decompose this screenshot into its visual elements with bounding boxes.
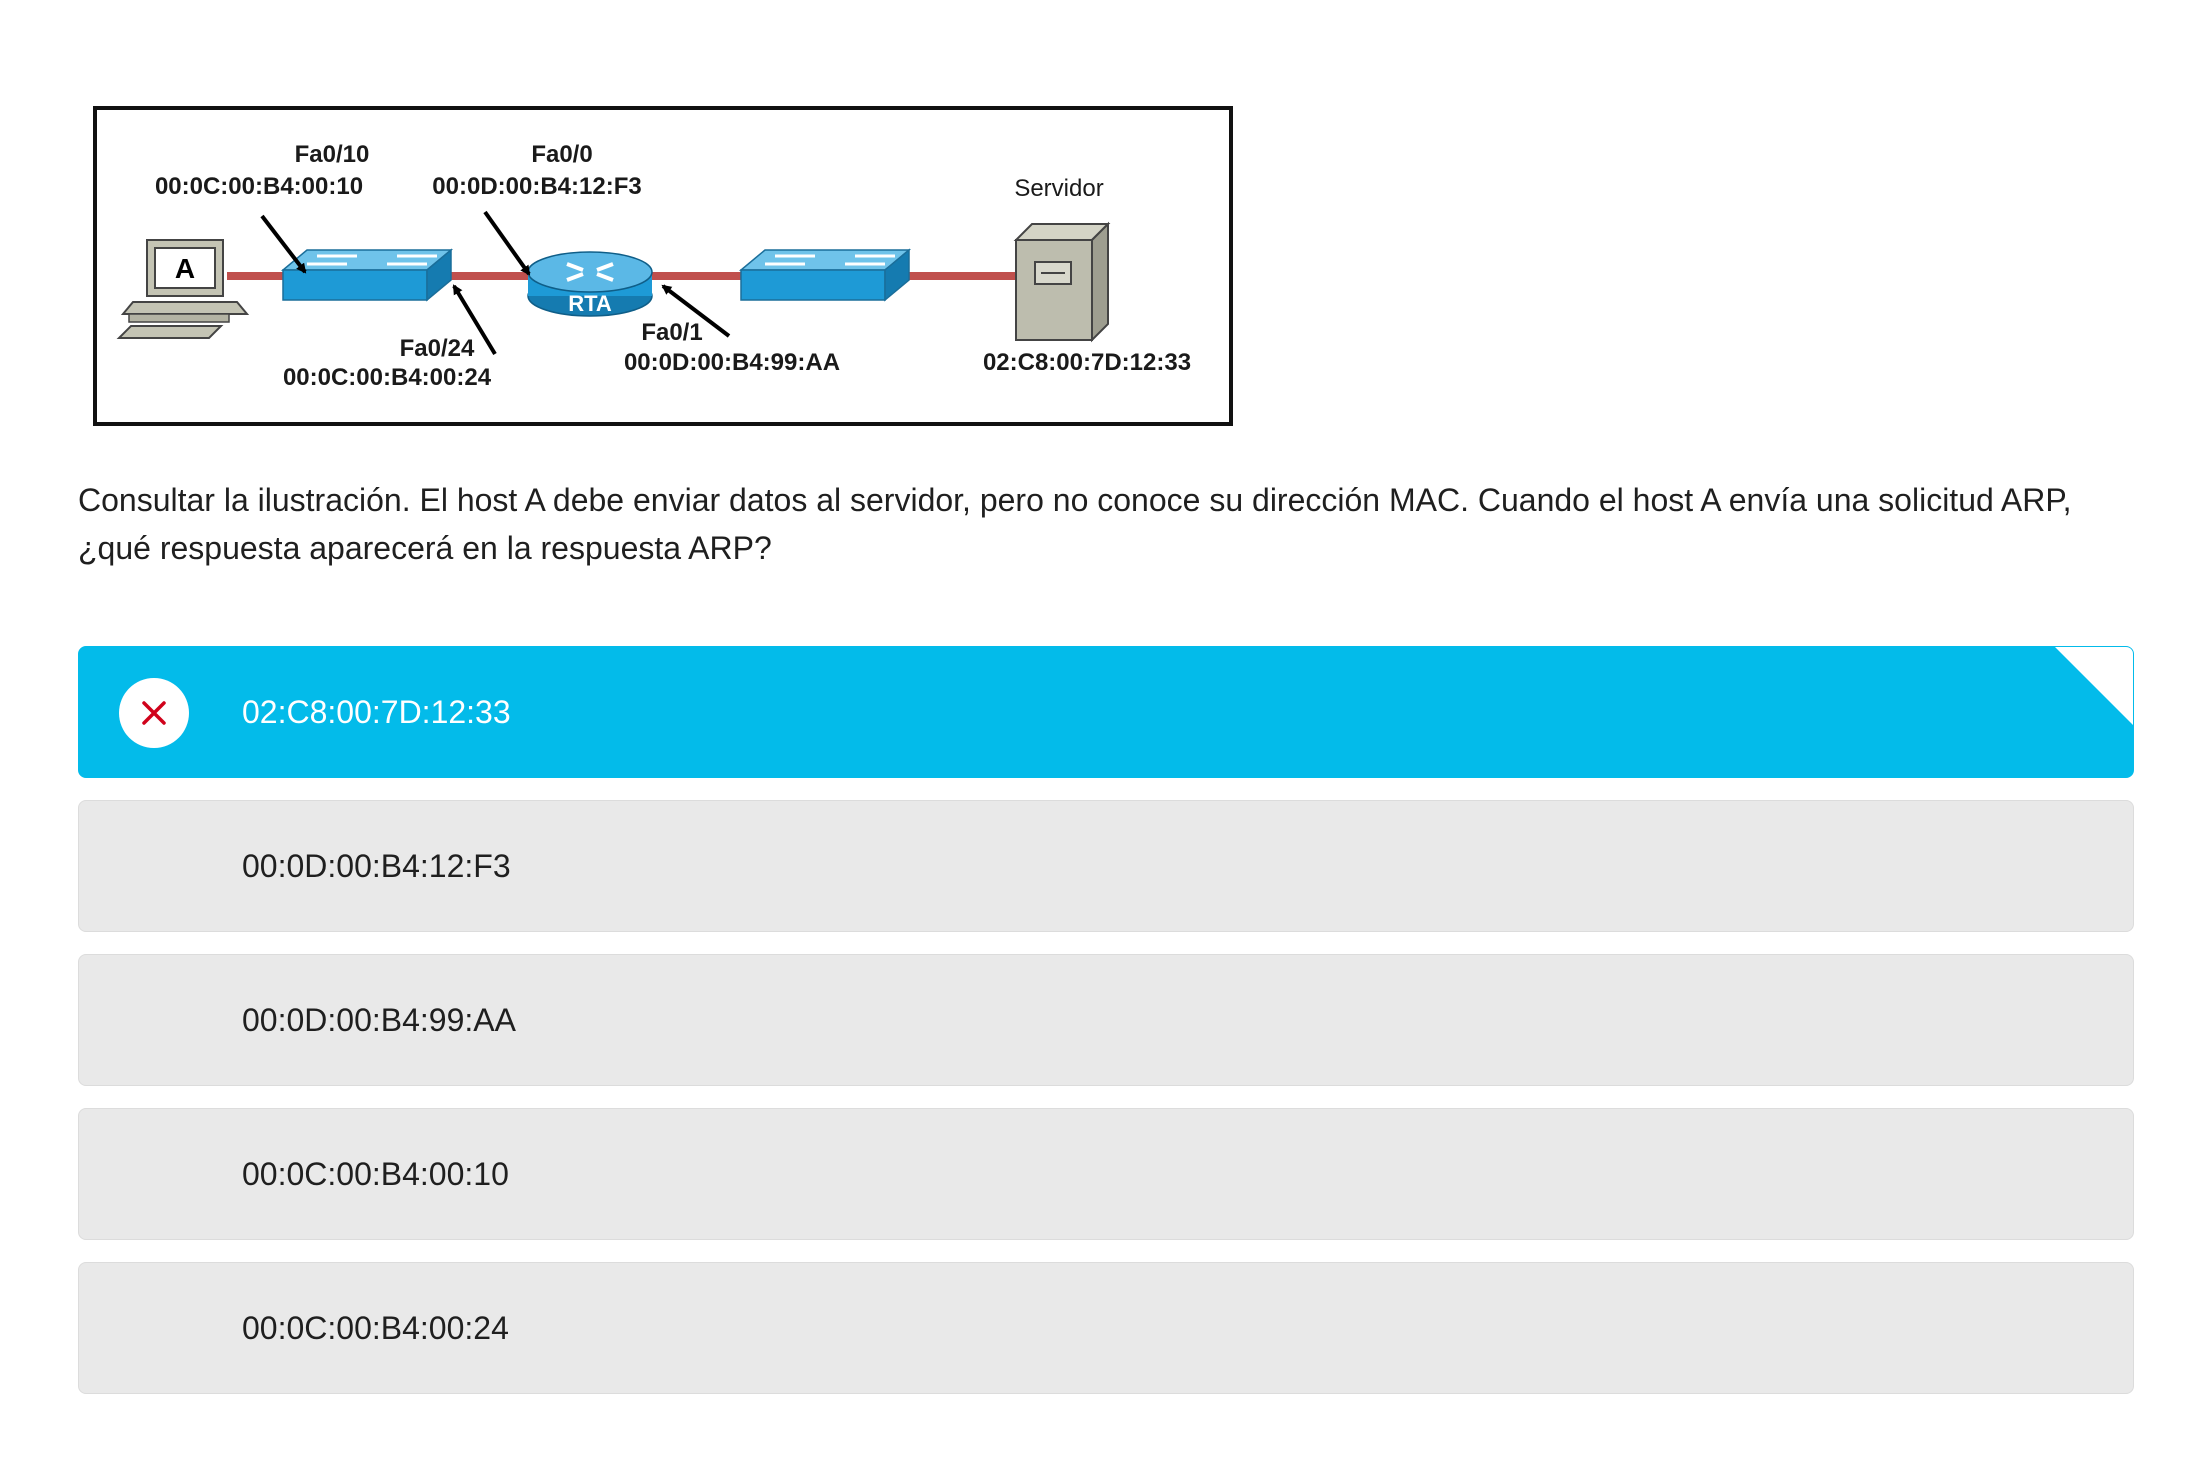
answer-option-label: 00:0D:00:B4:12:F3 bbox=[242, 848, 511, 884]
mac-label-fa0-24: 00:0C:00:B4:00:24 bbox=[283, 364, 492, 391]
arrow-icon bbox=[452, 284, 497, 356]
answer-option-label: 02:C8:00:7D:12:33 bbox=[242, 694, 511, 730]
mac-label-server: 02:C8:00:7D:12:33 bbox=[983, 349, 1191, 376]
mac-label-fa0-1: 00:0D:00:B4:99:AA bbox=[624, 349, 840, 376]
question-text: Consultar la ilustración. El host A debe… bbox=[78, 482, 2072, 566]
switch-icon bbox=[280, 248, 454, 302]
port-label-fa0-10: Fa0/10 bbox=[295, 141, 370, 168]
server-label: Servidor bbox=[1014, 175, 1103, 202]
answer-option-selected[interactable]: 02:C8:00:7D:12:33 bbox=[78, 646, 2134, 778]
answer-option[interactable]: 00:0D:00:B4:12:F3 bbox=[78, 800, 2134, 932]
host-a-label: A bbox=[175, 253, 195, 284]
mac-label-fa0-10: 00:0C:00:B4:00:10 bbox=[155, 173, 363, 200]
answer-option[interactable]: 00:0C:00:B4:00:10 bbox=[78, 1108, 2134, 1240]
arrow-icon bbox=[483, 210, 531, 276]
router-label: RTA bbox=[568, 291, 612, 316]
selected-corner-marker bbox=[2054, 647, 2133, 726]
pc-icon bbox=[116, 239, 250, 339]
arrow-icon bbox=[260, 214, 307, 274]
answer-option[interactable]: 00:0C:00:B4:00:24 bbox=[78, 1262, 2134, 1394]
answer-option-label: 00:0C:00:B4:00:10 bbox=[242, 1156, 509, 1192]
mac-label-fa0-0: 00:0D:00:B4:12:F3 bbox=[432, 173, 641, 200]
answer-option-label: 00:0D:00:B4:99:AA bbox=[242, 1002, 516, 1038]
answer-options: 02:C8:00:7D:12:33 00:0D:00:B4:12:F3 00:0… bbox=[78, 646, 2134, 1416]
answer-option-label: 00:0C:00:B4:00:24 bbox=[242, 1310, 509, 1346]
x-mark-icon bbox=[119, 678, 189, 748]
network-topology-figure: A RTA bbox=[93, 106, 1233, 426]
router-icon bbox=[527, 251, 653, 317]
port-label-fa0-24: Fa0/24 bbox=[400, 335, 475, 362]
network-diagram: A RTA bbox=[116, 141, 1191, 391]
answer-option[interactable]: 00:0D:00:B4:99:AA bbox=[78, 954, 2134, 1086]
server-icon bbox=[1013, 221, 1111, 343]
port-label-fa0-0: Fa0/0 bbox=[531, 141, 592, 168]
switch-icon bbox=[738, 248, 912, 302]
arrow-icon bbox=[661, 284, 731, 338]
port-label-fa0-1: Fa0/1 bbox=[641, 319, 702, 346]
